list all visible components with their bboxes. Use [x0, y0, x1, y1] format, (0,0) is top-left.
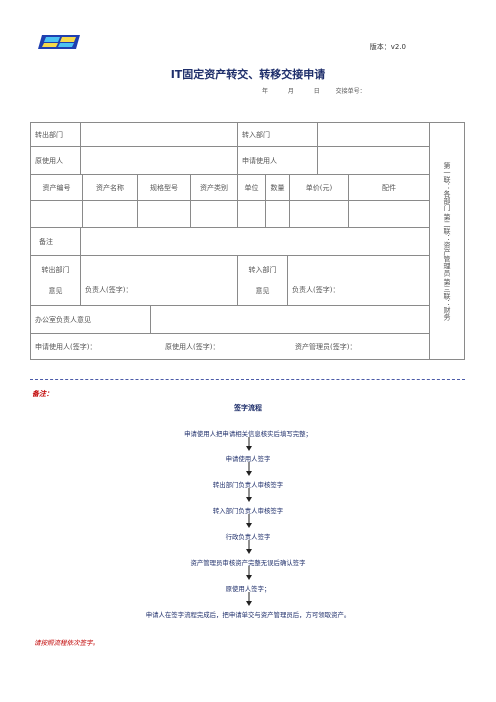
flow-step-6: 资产管理员审核资产完整无误后确认签字: [190, 559, 306, 567]
cell-spec[interactable]: [138, 201, 191, 227]
page-title: IT固定资产转交、转移交接申请: [170, 68, 326, 81]
to-dept-label: 转入部门: [238, 123, 318, 146]
remark-field[interactable]: [81, 228, 429, 255]
from-sign-label: 负责人(签字)：: [85, 286, 133, 294]
row-opinions: 转出部门 意见 负责人(签字)： 转入部门 意见 负责人(签字)：: [31, 256, 429, 306]
arrow-down-icon: [246, 488, 252, 502]
from-dept-label: 转出部门: [31, 123, 81, 146]
arrow-down-icon: [246, 514, 252, 528]
asset-table-row: [31, 201, 429, 228]
cell-category[interactable]: [191, 201, 238, 227]
cell-asset-name[interactable]: [83, 201, 138, 227]
cell-price[interactable]: [290, 201, 349, 227]
cell-unit[interactable]: [238, 201, 266, 227]
from-opinion-label: 转出部门 意见: [31, 256, 81, 305]
date-line: 年 月 日 交接单号：: [262, 86, 366, 95]
office-head-field[interactable]: [151, 306, 429, 333]
handover-no-label: 交接单号：: [335, 88, 366, 95]
admin-sign[interactable]: 资产管理员(签字)：: [295, 342, 357, 351]
flow-step-2: 申请使用人签字: [225, 455, 271, 463]
row-office-head: 办公室负责人意见: [31, 306, 429, 334]
date-day: 日: [313, 88, 320, 95]
flow-step-7: 原使用人签字；: [225, 585, 271, 593]
company-logo: [38, 35, 80, 49]
office-head-label: 办公室负责人意见: [31, 306, 151, 333]
footer-note: 请按照流程依次签字。: [34, 639, 99, 647]
row-remark: 备注: [31, 228, 429, 256]
to-opinion-field[interactable]: 负责人(签字)：: [288, 256, 429, 305]
arrow-down-icon: [246, 566, 252, 580]
to-dept-field[interactable]: [318, 123, 429, 146]
to-dept-opinion-title: 转入部门: [248, 266, 277, 275]
col-unit: 单位: [238, 175, 266, 200]
from-opinion-field[interactable]: 负责人(签字)：: [81, 256, 238, 305]
arrow-down-icon: [246, 592, 252, 606]
copy-distribution-text: 第一联：各部门 第二联：资产管理员 第三联：财务: [443, 161, 451, 321]
date-year: 年: [262, 88, 269, 95]
flow-step-1: 申请使用人把申请相关信息核实后填写完整；: [184, 430, 312, 438]
flow-step-3: 转出部门负责人审核签字: [212, 481, 284, 489]
flow-step-5: 行政负责人签字: [225, 533, 271, 541]
col-asset-name: 资产名称: [83, 175, 138, 200]
col-accessories: 配件: [382, 183, 396, 192]
from-dept-field[interactable]: [81, 123, 238, 146]
row-departments: 转出部门 转入部门: [31, 123, 429, 147]
row-users: 原使用人 申请使用人: [31, 147, 429, 175]
col-quantity: 数量: [266, 175, 290, 200]
req-user-label: 申请使用人: [238, 147, 318, 174]
orig-user-field[interactable]: [81, 147, 238, 174]
col-asset-no: 资产编号: [31, 175, 83, 200]
from-dept-opinion-title: 转出部门: [41, 266, 70, 275]
to-opinion-label: 转入部门 意见: [238, 256, 288, 305]
notes-label: 备注：: [32, 390, 53, 398]
cell-accessories[interactable]: [349, 201, 429, 227]
cell-quantity[interactable]: [266, 201, 290, 227]
asset-table-header: 资产编号 资产名称 规格型号 资产类别 单位 数量 单价(元) 配件: [31, 175, 429, 201]
row-signatures: 申请使用人(签字)： 原使用人(签字)： 资产管理员(签字)：: [31, 334, 429, 359]
transfer-form: 转出部门 转入部门 原使用人 申请使用人 资产编号 资产名称 规格型号 资产类别…: [30, 122, 465, 360]
divider: [30, 379, 465, 380]
col-price: 单价(元): [290, 175, 349, 200]
arrow-down-icon: [246, 437, 252, 451]
cell-asset-no[interactable]: [31, 201, 83, 227]
version-label: 版本：v2.0: [369, 43, 406, 51]
orig-user-label: 原使用人: [31, 147, 81, 174]
flow-step-8: 申请人在签字流程完成后，把申请单交与资产管理员后，方可领取资产。: [145, 611, 351, 619]
orig-user-sign[interactable]: 原使用人(签字)：: [165, 342, 220, 351]
col-spec: 规格型号: [138, 175, 191, 200]
arrow-down-icon: [246, 462, 252, 476]
to-opinion-word: 意见: [255, 286, 270, 295]
copy-distribution: 第一联：各部门 第二联：资产管理员 第三联：财务: [429, 123, 464, 359]
date-month: 月: [287, 88, 294, 95]
col-category: 资产类别: [191, 175, 238, 200]
to-sign-label: 负责人(签字)：: [292, 286, 340, 294]
remark-label: 备注: [31, 228, 81, 255]
flow-step-4: 转入部门负责人审核签字: [212, 507, 284, 515]
req-user-sign[interactable]: 申请使用人(签字)：: [35, 342, 97, 351]
req-user-field[interactable]: [318, 147, 429, 174]
from-opinion-word: 意见: [48, 286, 63, 295]
flow-title: 签字流程: [234, 404, 262, 412]
arrow-down-icon: [246, 540, 252, 554]
